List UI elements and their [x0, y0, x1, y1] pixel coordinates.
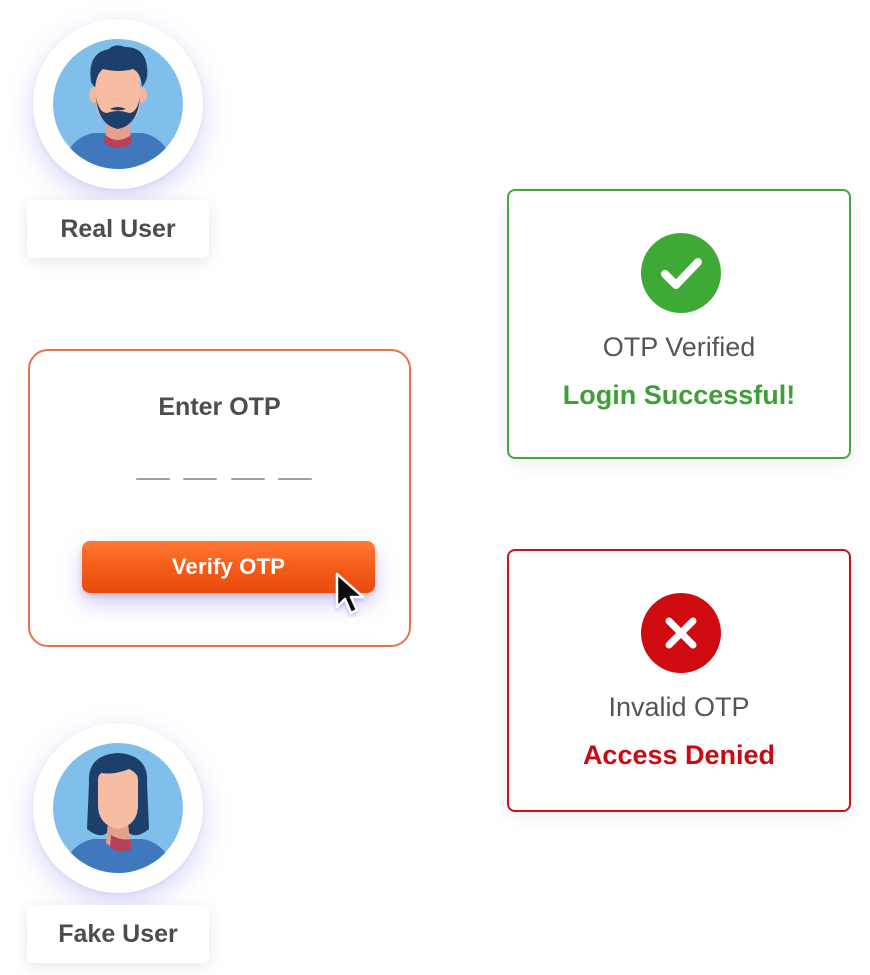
otp-card-title: Enter OTP — [158, 393, 281, 421]
fake-user-avatar — [33, 723, 203, 893]
success-result-text: Login Successful! — [562, 380, 796, 410]
real-user-label: Real User — [27, 200, 209, 258]
fake-user-label: Fake User — [27, 905, 209, 963]
otp-digit-slot[interactable] — [277, 478, 312, 480]
verify-otp-button[interactable]: Verify OTP — [82, 541, 375, 593]
checkmark-circle-icon — [641, 233, 721, 313]
male-user-avatar-icon — [53, 39, 183, 169]
real-user-avatar — [33, 19, 203, 189]
otp-digit-slot[interactable] — [230, 478, 265, 480]
otp-digit-slot[interactable] — [183, 478, 218, 480]
failure-status-text: Invalid OTP — [608, 692, 750, 722]
otp-success-card: OTP Verified Login Successful! — [507, 189, 851, 459]
otp-digit-slot[interactable] — [136, 478, 170, 480]
mouse-pointer-icon — [335, 572, 365, 615]
otp-failure-card: Invalid OTP Access Denied — [507, 549, 851, 812]
success-status-text: OTP Verified — [602, 332, 756, 362]
otp-input-slots[interactable] — [136, 478, 312, 482]
x-circle-icon — [641, 593, 721, 673]
female-user-avatar-icon — [53, 743, 183, 873]
failure-result-text: Access Denied — [582, 740, 776, 770]
